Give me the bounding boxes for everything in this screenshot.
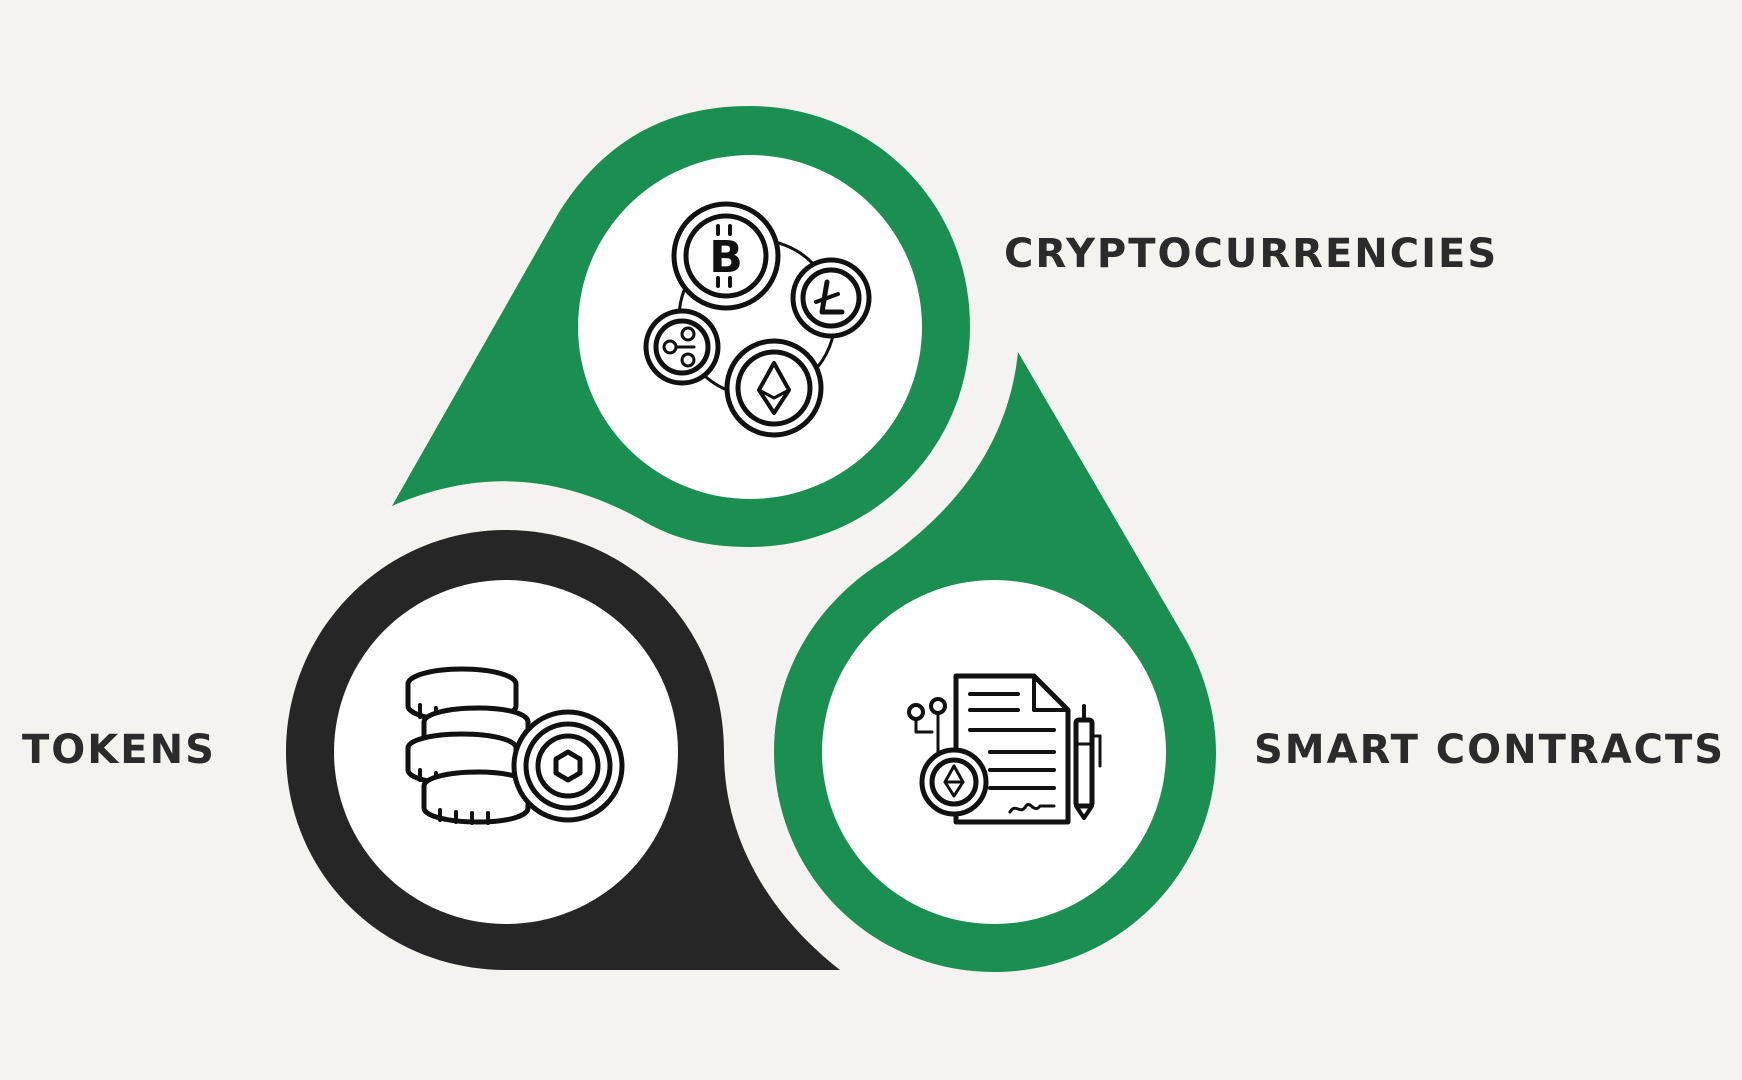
smart-contracts-label: SMART CONTRACTS	[1254, 727, 1726, 773]
smart-contract-document-icon	[907, 673, 1102, 825]
cryptocurrencies-label: CRYPTOCURRENCIES	[1004, 231, 1499, 277]
tokens-label: TOKENS	[22, 727, 216, 773]
crypto-inner-circle	[578, 155, 922, 499]
tokens-node	[286, 530, 840, 970]
smart-contracts-node	[774, 352, 1216, 972]
crypto-node: B	[392, 106, 970, 547]
token-coin-stack-icon	[405, 666, 625, 825]
crypto-coins-icon: B	[643, 201, 872, 438]
svg-text:B: B	[709, 232, 743, 283]
